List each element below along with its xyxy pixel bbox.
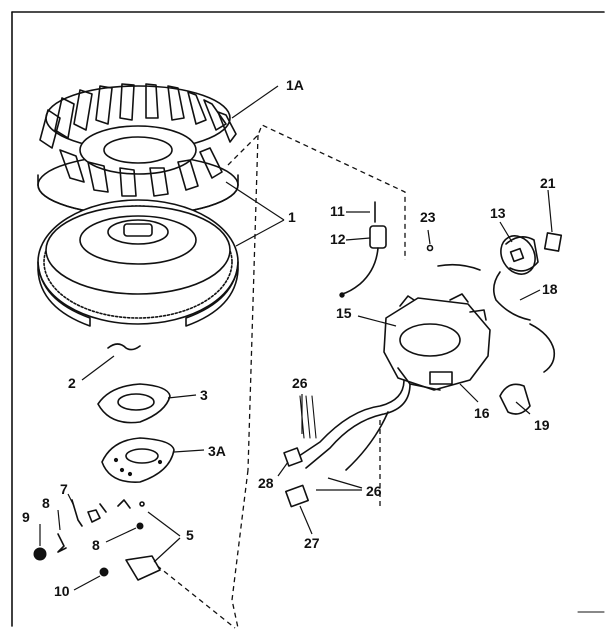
callout-15: 15 (336, 305, 352, 321)
plate-part (101, 437, 175, 483)
callout-labels: 1A 1 11 12 23 13 21 18 15 2 3 3A 26 16 1… (22, 77, 558, 599)
callout-2: 2 (68, 375, 76, 391)
ignition-coil-part (437, 235, 556, 373)
callout-3A: 3A (208, 443, 226, 459)
callout-5: 5 (186, 527, 194, 543)
callout-19: 19 (534, 417, 550, 433)
dashed-assembly-outline (149, 124, 406, 629)
callout-27: 27 (304, 535, 320, 551)
callout-8-upper: 8 (42, 495, 50, 511)
callout-1A: 1A (286, 77, 304, 93)
callout-12: 12 (330, 231, 346, 247)
callout-8-lower: 8 (92, 537, 100, 553)
clip-part (543, 232, 563, 252)
callout-3: 3 (200, 387, 208, 403)
callout-26-upper: 26 (292, 375, 308, 391)
callout-11: 11 (330, 203, 345, 219)
plate-hole (125, 448, 159, 464)
callout-18: 18 (542, 281, 558, 297)
callout-28: 28 (258, 475, 274, 491)
callout-1: 1 (288, 209, 296, 225)
callout-9: 9 (22, 509, 30, 525)
shim-part (107, 343, 141, 351)
flywheel-fan-part (37, 83, 239, 216)
leader-lines (39, 85, 553, 591)
callout-16: 16 (474, 405, 490, 421)
flywheel-part (37, 199, 239, 327)
callout-13: 13 (490, 205, 506, 221)
small-hardware-parts (33, 499, 161, 581)
callout-26-lower: 26 (366, 483, 382, 499)
spark-plug-boot-part (499, 383, 531, 415)
callout-7: 7 (60, 481, 68, 497)
wire-harness-part (283, 379, 411, 508)
callout-23: 23 (420, 209, 436, 225)
gasket-part (97, 383, 171, 424)
callout-10: 10 (54, 583, 70, 599)
gasket-hole (117, 393, 155, 411)
callout-21: 21 (540, 175, 556, 191)
screw-part (426, 244, 434, 252)
breaker-assembly-part (383, 293, 491, 391)
condenser-part (339, 201, 387, 298)
